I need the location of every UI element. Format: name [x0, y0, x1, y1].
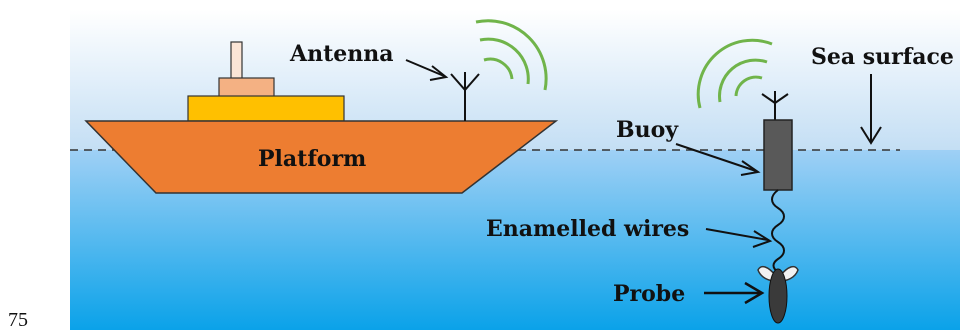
- probe-pointer-arrow: [704, 281, 765, 305]
- buoy-label: Buoy: [616, 117, 679, 143]
- antenna-label: Antenna: [289, 41, 393, 67]
- enamelled-wires-label: Enamelled wires: [486, 216, 689, 242]
- antenna-pointer-arrow: [405, 59, 449, 81]
- ship-hull: [84, 120, 559, 194]
- ship-signal-arc-1: [483, 57, 514, 80]
- platform-label: Platform: [258, 146, 366, 172]
- buoy-icon: [761, 91, 793, 191]
- buoy-signal-arc-3: [696, 38, 773, 109]
- ship-cabin: [218, 77, 275, 99]
- ship-signal-arc-3: [475, 19, 548, 91]
- buoy-pointer-arrow: [675, 143, 761, 176]
- ship-signal-arc-2: [479, 37, 530, 85]
- enamelled-wires-pointer-arrow: [705, 228, 773, 248]
- probe-body: [768, 268, 788, 324]
- buoy-signal-waves-icon: [696, 38, 773, 109]
- page-number: 75: [8, 309, 28, 330]
- ship-mast: [230, 41, 243, 81]
- probe-icon: [757, 265, 799, 324]
- sea-surface-pointer-arrow: [860, 74, 882, 145]
- ship-icon: Platform: [84, 41, 559, 194]
- ship-deck: [187, 95, 345, 122]
- buoy-body: [763, 119, 793, 191]
- buoy-signal-arc-2: [718, 58, 768, 103]
- buoy-signal-arc-1: [734, 75, 763, 97]
- enamelled-wires-coil: [771, 189, 785, 273]
- sea-surface-label: Sea surface: [811, 44, 954, 70]
- probe-label: Probe: [613, 281, 685, 307]
- antenna-icon: [450, 72, 480, 121]
- signal-waves-icon: [475, 19, 548, 91]
